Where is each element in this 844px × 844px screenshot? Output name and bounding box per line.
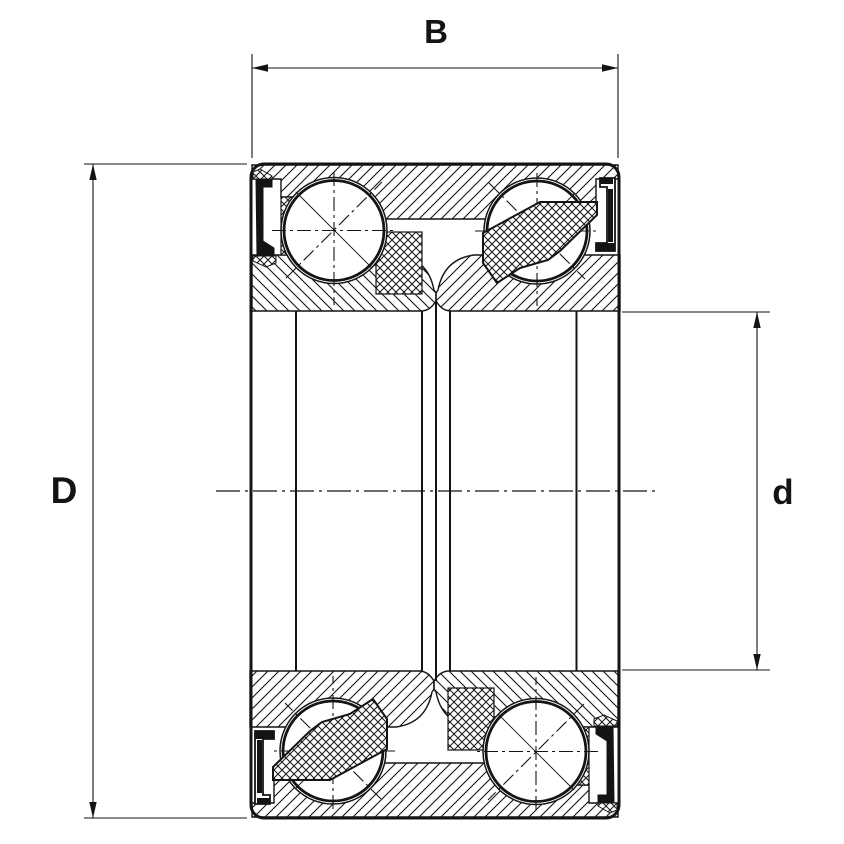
dim-arrow-icon	[602, 64, 618, 72]
seal-right-insert	[608, 189, 613, 242]
bearing-upper-half	[251, 164, 621, 312]
dim-arrow-icon	[89, 164, 97, 180]
seal-right-insert	[600, 178, 613, 184]
cage-piece	[375, 231, 423, 295]
extension-line	[622, 311, 770, 671]
dimension-B: B	[251, 13, 619, 158]
dim-arrow-icon	[89, 802, 97, 818]
dimension-label-d: d	[772, 473, 793, 512]
dim-arrow-icon	[252, 64, 268, 72]
seal-right-insert	[596, 243, 615, 251]
dim-arrow-icon	[753, 654, 761, 670]
seal-left	[255, 178, 275, 257]
extension-line	[251, 54, 619, 158]
encoder-seal-section	[482, 201, 598, 285]
bearing-outline	[249, 162, 621, 820]
dimension-label-D: D	[51, 470, 78, 511]
dim-arrow-icon	[753, 312, 761, 328]
dimension-D: D	[51, 163, 247, 819]
dimension-label-B: B	[424, 13, 448, 50]
dimension-d: d	[622, 311, 794, 671]
extension-line	[84, 163, 247, 819]
